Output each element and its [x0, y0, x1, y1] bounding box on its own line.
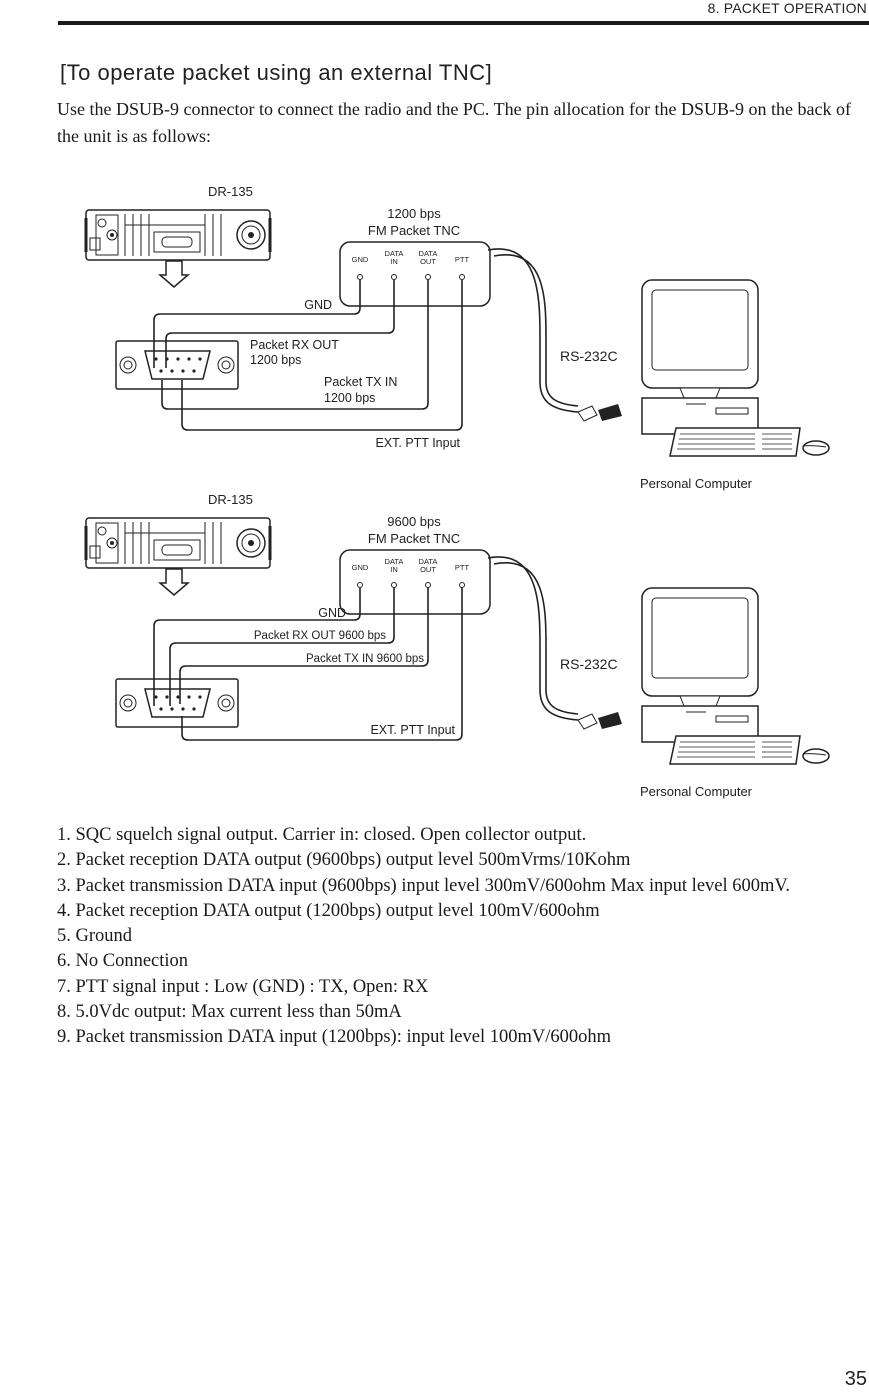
tnc-name-label: FM Packet TNC: [368, 223, 460, 238]
pin-item: 4. Packet reception DATA output (1200bps…: [57, 900, 600, 921]
svg-text:IN: IN: [390, 257, 398, 266]
pin-item: 3. Packet transmission DATA input (9600b…: [57, 875, 790, 896]
wire-label-gnd: GND: [318, 606, 346, 620]
tnc-terminal-ptt: PTT: [455, 255, 470, 264]
header-rule: [58, 21, 869, 25]
dsub9-connector: [115, 678, 239, 728]
page-number: 35: [844, 1368, 867, 1390]
down-arrow-icon: [159, 568, 189, 596]
down-arrow-icon: [159, 260, 189, 288]
radio-rear-panel: [84, 516, 272, 570]
tnc-unit: [339, 241, 491, 307]
tnc-unit: [339, 549, 491, 615]
svg-text:IN: IN: [390, 565, 398, 574]
pin-item: 2. Packet reception DATA output (9600bps…: [57, 850, 631, 871]
wire-label-ptt: EXT. PTT Input: [375, 436, 460, 450]
pc-label: Personal Computer: [640, 476, 753, 491]
tnc-terminal-data-out: DATA: [419, 249, 438, 258]
dsub9-connector: [115, 340, 239, 390]
wire-label-rx-out: Packet RX OUT: [250, 338, 339, 352]
wire-label-tx-in: Packet TX IN: [324, 375, 397, 389]
tnc-terminal-data-in: DATA: [385, 557, 404, 566]
connection-diagram: DR-135 1200 bps FM Packet TNC GND DATA I…: [84, 184, 830, 799]
svg-text:1200 bps: 1200 bps: [250, 353, 301, 367]
intro-paragraph: Use the DSUB-9 connector to connect the …: [57, 99, 851, 146]
section-label: 8. PACKET OPERATION: [707, 0, 867, 16]
tnc-terminal-data-out: DATA: [419, 557, 438, 566]
pin-item: 9. Packet transmission DATA input (1200b…: [57, 1027, 611, 1048]
pin-item: 1. SQC squelch signal output. Carrier in…: [57, 825, 587, 845]
pin-item: 8. 5.0Vdc output: Max current less than …: [57, 1002, 402, 1023]
pin-item: 7. PTT signal input : Low (GND) : TX, Op…: [57, 976, 429, 997]
tnc-terminal-gnd: GND: [352, 563, 369, 572]
tnc-name-label: FM Packet TNC: [368, 531, 460, 546]
diagram-1200: DR-135 1200 bps FM Packet TNC GND DATA I…: [84, 184, 830, 491]
personal-computer-icon: [641, 279, 830, 457]
radio-label: DR-135: [208, 492, 253, 507]
pc-label: Personal Computer: [640, 784, 753, 799]
rs232c-plug-icon: [577, 711, 623, 730]
radio-rear-panel: [84, 208, 272, 262]
rs232c-label: RS-232C: [560, 348, 618, 364]
wire-label-gnd: GND: [304, 298, 332, 312]
pin-allocation-list: 1. SQC squelch signal output. Carrier in…: [57, 823, 790, 1051]
svg-text:OUT: OUT: [420, 257, 436, 266]
wire-label-rx-out: Packet RX OUT 9600 bps: [254, 630, 386, 642]
radio-label: DR-135: [208, 184, 253, 199]
tnc-terminal-ptt: PTT: [455, 563, 470, 572]
section-title: [To operate packet using an external TNC…: [60, 60, 493, 85]
rs232c-plug-icon: [577, 403, 623, 422]
wire-label-tx-in: Packet TX IN 9600 bps: [306, 653, 424, 665]
svg-text:1200 bps: 1200 bps: [324, 391, 375, 405]
tnc-terminal-gnd: GND: [352, 255, 369, 264]
rs232c-label: RS-232C: [560, 656, 618, 672]
tnc-speed-label: 1200 bps: [387, 206, 441, 221]
pin-item: 5. Ground: [57, 926, 133, 947]
diagram-9600: DR-135 9600 bps FM Packet TNC GND DATA I…: [84, 492, 830, 799]
tnc-speed-label: 9600 bps: [387, 514, 441, 529]
wire-label-ptt: EXT. PTT Input: [370, 723, 455, 737]
personal-computer-icon: [641, 587, 830, 765]
tnc-terminal-data-in: DATA: [385, 249, 404, 258]
page-header: 8. PACKET OPERATION: [0, 0, 869, 30]
pin-item: 6. No Connection: [57, 951, 189, 972]
svg-text:OUT: OUT: [420, 565, 436, 574]
